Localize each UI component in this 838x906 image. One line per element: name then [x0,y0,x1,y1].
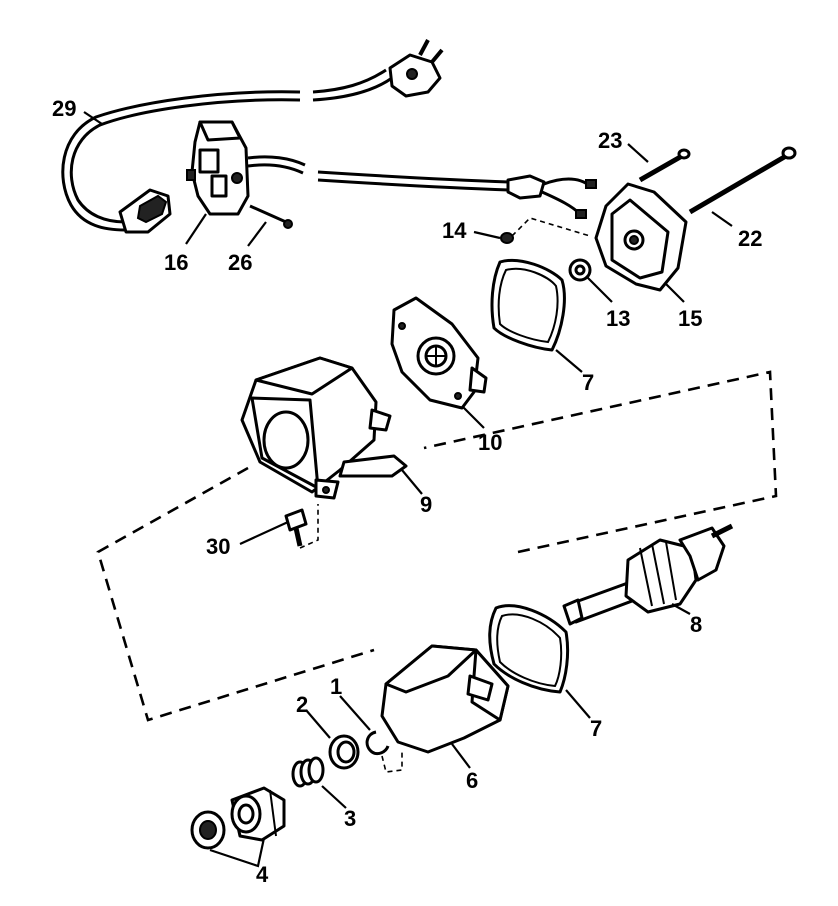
callout-14: 14 [442,218,467,243]
motor-leads [317,170,597,219]
field-frame [240,356,408,500]
switch-box [186,120,306,216]
callout-7-bottom: 7 [590,716,602,741]
drive-assembly [190,786,286,850]
screw-14 [500,217,591,244]
callout-6: 6 [466,768,478,793]
retaining-ring [365,730,403,773]
brush-plate [390,296,488,410]
gasket-top [490,258,566,352]
through-bolt-23 [638,148,691,183]
callout-15: 15 [678,306,702,331]
plug-head [388,39,444,98]
leader-lines [83,111,733,868]
drive-end-cap [380,644,510,754]
armature [562,523,734,626]
screw-30 [284,504,319,549]
callout-23: 23 [598,128,622,153]
through-bolt-22 [688,146,797,215]
drive-spring [291,756,325,788]
callout-10: 10 [478,430,502,455]
washer-13 [568,258,592,282]
power-cord [61,39,444,234]
callout-16: 16 [164,250,188,275]
callout-9: 9 [420,492,432,517]
callout-2: 2 [296,692,308,717]
callout-22: 22 [738,226,762,251]
gasket-bottom [488,604,570,694]
callout-1: 1 [330,674,342,699]
callout-26: 26 [228,250,252,275]
cord-grommet [118,188,172,234]
screw-26 [249,204,293,229]
callout-labels: 29 16 26 14 13 15 22 23 7 10 9 30 8 7 6 … [52,96,762,887]
callout-13: 13 [606,306,630,331]
callout-8: 8 [690,612,702,637]
spring-cap [328,734,360,770]
assembly-outline [96,370,778,722]
callout-4: 4 [256,862,269,887]
end-cap [594,182,688,292]
callout-3: 3 [344,806,356,831]
callout-29: 29 [52,96,76,121]
callout-30: 30 [206,534,230,559]
callout-7-top: 7 [582,370,594,395]
